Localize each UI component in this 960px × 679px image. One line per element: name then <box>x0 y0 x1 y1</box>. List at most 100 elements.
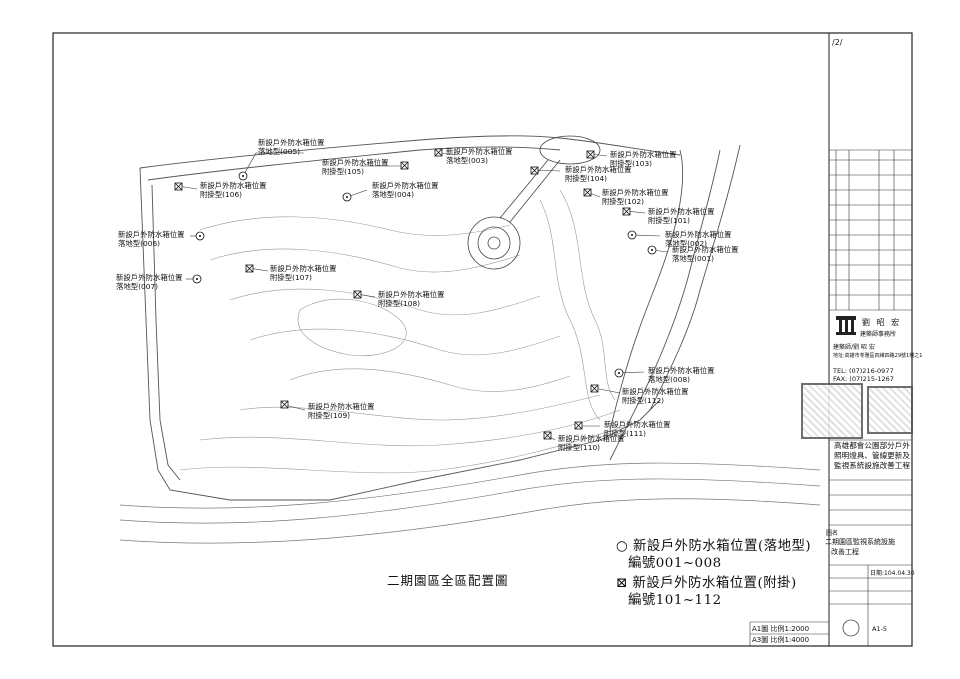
marker-label-109: 新設戶外防水箱位置附掛型(109) <box>308 402 375 420</box>
firm-logo <box>836 316 856 335</box>
sheet-name: 二期園區監視系統設施改善工程 <box>825 537 895 557</box>
sheet-name-line1: 二期園區監視系統設施 <box>825 538 895 546</box>
marker-label-line2: 落地型(005) <box>258 146 301 156</box>
marker-label-108: 新設戶外防水箱位置附掛型(108) <box>378 290 445 308</box>
marker-label-line2: 落地型(003) <box>446 155 489 165</box>
ground-marker-dots <box>196 175 653 374</box>
marker-label-111: 新設戶外防水箱位置附掛型(111) <box>604 420 671 438</box>
marker-label-line2: 落地型(006) <box>118 238 161 248</box>
marker-label-line2: 附掛型(109) <box>308 410 351 420</box>
marker-label-line2: 落地型(007) <box>116 281 159 291</box>
marker-label-112: 新設戶外防水箱位置附掛型(112) <box>622 387 689 405</box>
marker-label-line1: 新設戶外防水箱位置 <box>308 402 375 411</box>
project-name: 高雄都會公園部分戶外照明燈具、管線更新及監視系統設施改善工程 <box>834 441 910 470</box>
marker-label-line1: 新設戶外防水箱位置 <box>648 207 715 216</box>
wall-marker-109 <box>280 400 289 409</box>
wall-markers <box>174 148 631 440</box>
legend-ground-range: 編號001~008 <box>628 556 722 571</box>
marker-label-line2: 附掛型(106) <box>200 189 243 199</box>
marker-label-line2: 附掛型(103) <box>610 158 653 168</box>
marker-label-line2: 附掛型(112) <box>622 395 665 405</box>
marker-label-line1: 新設戶外防水箱位置 <box>565 165 632 174</box>
marker-label-line2: 附掛型(104) <box>565 173 608 183</box>
wall-marker-108 <box>353 290 362 299</box>
legend-wall: ⊠ 新設戶外防水箱位置(附掛) <box>616 571 797 591</box>
firm-tel: TEL: (07)216-0977 <box>833 367 894 375</box>
wall-marker-106 <box>174 182 183 191</box>
marker-label-line1: 新設戶外防水箱位置 <box>672 245 739 254</box>
circle-icon: ○ <box>616 539 629 554</box>
marker-label-line1: 新設戶外防水箱位置 <box>116 273 183 282</box>
marker-label-line1: 新設戶外防水箱位置 <box>270 264 337 273</box>
marker-label-line1: 新設戶外防水箱位置 <box>372 181 439 190</box>
title-block-grid <box>749 149 912 646</box>
contour-lines <box>179 189 631 474</box>
marker-label-006: 新設戶外防水箱位置落地型(006) <box>118 230 185 248</box>
sheet-name-line2: 改善工程 <box>831 548 859 556</box>
marker-label-107: 新設戶外防水箱位置附掛型(107) <box>270 264 337 282</box>
sheet-label: 圖名 <box>826 530 839 537</box>
marker-label-line1: 新設戶外防水箱位置 <box>604 420 671 429</box>
marker-label-line2: 附掛型(102) <box>602 196 645 206</box>
drawing-title: 二期園區全區配置圖 <box>387 573 509 588</box>
marker-label-line1: 新設戶外防水箱位置 <box>378 290 445 299</box>
marker-label-101: 新設戶外防水箱位置附掛型(101) <box>648 207 715 225</box>
wall-marker-110 <box>543 431 552 440</box>
wall-marker-101 <box>622 207 631 216</box>
marker-label-line2: 落地型(004) <box>372 189 415 199</box>
wall-marker-104 <box>530 166 539 175</box>
marker-label-line1: 新設戶外防水箱位置 <box>665 230 732 239</box>
marker-label-line1: 新設戶外防水箱位置 <box>200 181 267 190</box>
marker-label-104: 新設戶外防水箱位置附掛型(104) <box>565 165 632 183</box>
marker-label-line1: 新設戶外防水箱位置 <box>118 230 185 239</box>
legend-ground: ○ 新設戶外防水箱位置(落地型) <box>616 534 811 554</box>
corner-mark: /2/ <box>832 38 843 47</box>
wall-marker-111 <box>574 421 583 430</box>
marker-label-line1: 新設戶外防水箱位置 <box>322 158 389 167</box>
marker-label-line2: 附掛型(107) <box>270 272 313 282</box>
marker-label-line2: 落地型(001) <box>672 253 715 263</box>
marker-label-008: 新設戶外防水箱位置落地型(008) <box>648 366 715 384</box>
marker-label-line2: 附掛型(110) <box>558 442 601 452</box>
marker-label-line2: 落地型(002) <box>665 238 708 248</box>
marker-label-line2: 附掛型(111) <box>604 428 647 438</box>
marker-label-line2: 附掛型(101) <box>648 215 691 225</box>
wall-marker-102 <box>583 188 592 197</box>
legend-wall-range: 編號101~112 <box>628 593 722 608</box>
date: 日期:104.04.30 <box>870 570 915 577</box>
marker-label-110: 新設戶外防水箱位置附掛型(110) <box>558 434 625 452</box>
firm-subtitle: 建築師事務所 <box>860 331 897 338</box>
firm-fax: FAX: (07)215-1267 <box>833 375 894 383</box>
seal-circle <box>842 619 860 637</box>
marker-label-line2: 附掛型(105) <box>322 166 365 176</box>
wall-marker-103 <box>586 150 595 159</box>
marker-label-line1: 新設戶外防水箱位置 <box>622 387 689 396</box>
bottom-road <box>119 462 821 544</box>
marker-label-line1: 新設戶外防水箱位置 <box>258 138 325 147</box>
marker-label-line1: 新設戶外防水箱位置 <box>602 188 669 197</box>
park-boundary <box>139 135 741 501</box>
marker-label-102: 新設戶外防水箱位置附掛型(102) <box>602 188 669 206</box>
firm-address: 地址:高雄市苓雅區四維四路29號1樓之1 <box>833 353 923 359</box>
marker-label-003: 新設戶外防水箱位置落地型(003) <box>446 147 513 165</box>
marker-label-line1: 新設戶外防水箱位置 <box>648 366 715 375</box>
marker-label-005: 新設戶外防水箱位置落地型(005) <box>258 138 325 156</box>
wall-marker-112 <box>590 384 599 393</box>
marker-label-line1: 新設戶外防水箱位置 <box>446 147 513 156</box>
ground-markers <box>192 171 657 378</box>
sheet-number: A1-5 <box>872 625 888 633</box>
marker-label-004: 新設戶外防水箱位置落地型(004) <box>372 181 439 199</box>
marker-label-line2: 落地型(008) <box>648 374 691 384</box>
wall-marker-003 <box>434 148 443 157</box>
outer-frame <box>52 32 913 647</box>
wall-marker-105 <box>400 161 409 170</box>
scale-a3: A3圖 比例1:4000 <box>752 636 810 644</box>
registration-seal-stamp <box>867 386 913 434</box>
wall-marker-107 <box>245 264 254 273</box>
architect-seal-stamp <box>801 383 863 439</box>
marker-label-007: 新設戶外防水箱位置落地型(007) <box>116 273 183 291</box>
marker-label-line1: 新設戶外防水箱位置 <box>558 434 625 443</box>
scale-a1: A1圖 比例1:2000 <box>752 625 810 633</box>
legend-ground-text: 新設戶外防水箱位置(落地型) <box>632 539 812 554</box>
